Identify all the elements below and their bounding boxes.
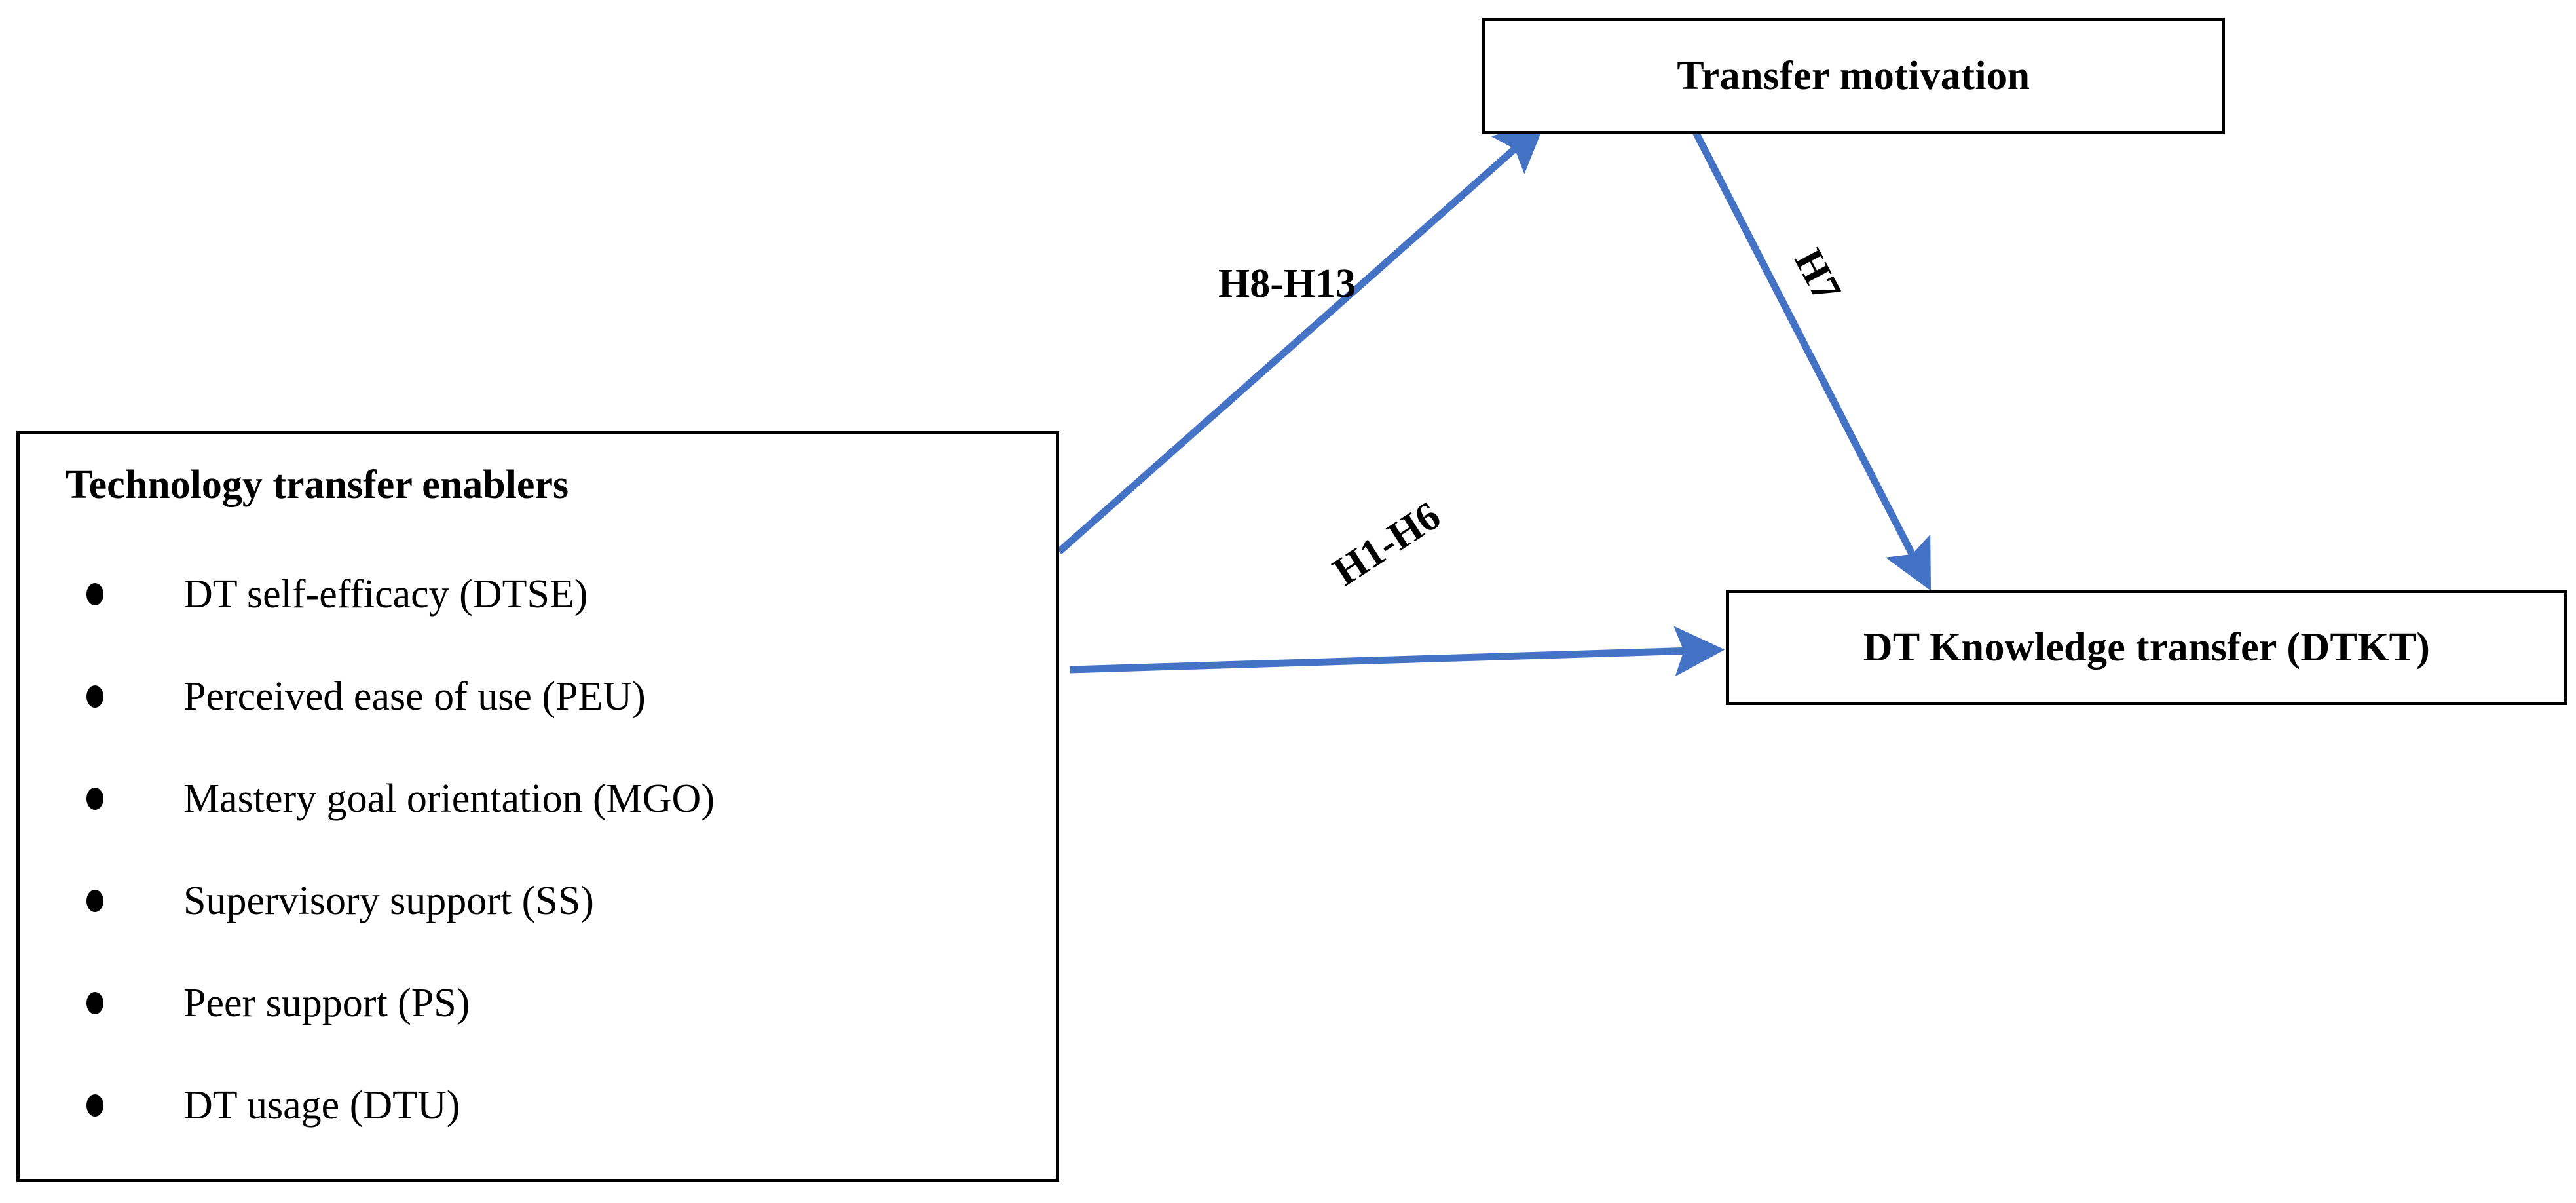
list-item: DT usage (DTU): [20, 1054, 1056, 1156]
bullet-icon: [86, 685, 103, 708]
list-item: Mastery goal orientation (MGO): [20, 748, 1056, 850]
bullet-icon: [86, 583, 103, 605]
list-item-label: Mastery goal orientation (MGO): [183, 776, 715, 821]
list-item-label: Perceived ease of use (PEU): [183, 674, 646, 719]
list-item-label: Peer support (PS): [183, 980, 470, 1025]
list-item-label: DT usage (DTU): [183, 1082, 460, 1128]
bullet-icon: [86, 992, 103, 1014]
node-dt-knowledge-transfer-title: DT Knowledge transfer (DTKT): [1863, 624, 2431, 670]
edge-label-h7: H7: [1785, 242, 1850, 309]
edge-label-h1-h6: H1-H6: [1325, 493, 1448, 595]
list-item-label: Supervisory support (SS): [183, 878, 594, 923]
node-transfer-motivation: Transfer motivation: [1482, 18, 2225, 134]
list-item: Peer support (PS): [20, 952, 1056, 1054]
node-enablers-title: Technology transfer enablers: [65, 463, 569, 507]
bullet-icon: [86, 788, 103, 810]
arrow-h1-h6: [1069, 626, 1725, 677]
enablers-list: DT self-efficacy (DTSE) Perceived ease o…: [20, 543, 1056, 1156]
arrow-h8-h13: [1056, 121, 1546, 555]
bullet-icon: [86, 1094, 103, 1117]
node-dt-knowledge-transfer: DT Knowledge transfer (DTKT): [1726, 590, 2567, 705]
list-item: Supervisory support (SS): [20, 850, 1056, 952]
list-item-label: DT self-efficacy (DTSE): [183, 571, 588, 617]
edge-label-h8-h13: H8-H13: [1218, 261, 1356, 306]
list-item: DT self-efficacy (DTSE): [20, 543, 1056, 645]
node-technology-transfer-enablers: Technology transfer enablers DT self-eff…: [16, 431, 1059, 1182]
bullet-icon: [86, 890, 103, 912]
arrow-h7: [1692, 129, 1932, 591]
node-transfer-motivation-title: Transfer motivation: [1677, 53, 2030, 98]
list-item: Perceived ease of use (PEU): [20, 645, 1056, 748]
